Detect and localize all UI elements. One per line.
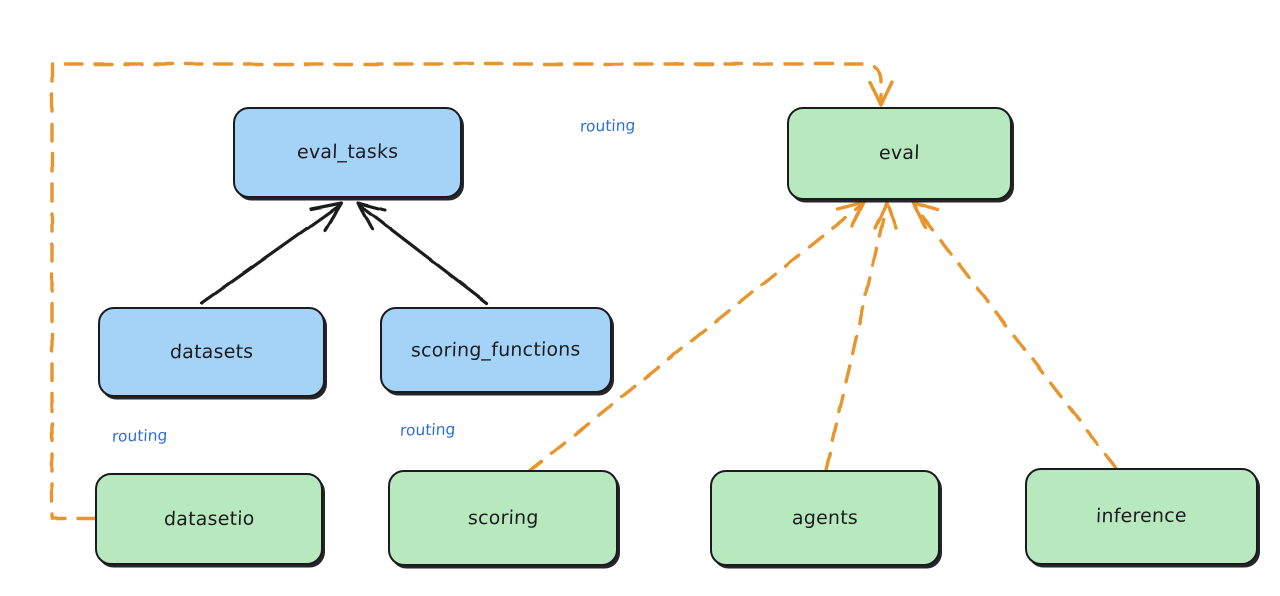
node-label: agents [791,506,859,529]
node-label: datasets [169,340,254,363]
node-label: scoring [467,506,539,529]
node-inference[interactable]: inference [1025,468,1258,565]
edge-label-routing-scoring: routing [399,420,456,440]
edge-label-routing-datasetio: routing [111,426,168,446]
edge-label-routing-eval: routing [579,116,636,136]
node-eval-tasks[interactable]: eval_tasks [233,107,462,198]
node-label: eval_tasks [296,140,399,164]
edge-datasets-to-eval_tasks [200,201,343,305]
node-label: scoring_functions [410,338,582,362]
node-datasets[interactable]: datasets [98,307,325,397]
edge-datasetio-to-eval [50,62,894,520]
edge-inference-to-eval [911,201,1118,470]
node-agents[interactable]: agents [710,470,940,566]
node-scoring-functions[interactable]: scoring_functions [380,307,612,393]
node-label: inference [1095,504,1188,528]
node-label: datasetio [163,507,255,530]
edge-scoring_functions-to-eval_tasks [356,201,489,305]
node-datasetio[interactable]: datasetio [95,473,323,565]
node-label: eval [878,141,921,165]
node-scoring[interactable]: scoring [388,470,618,566]
edge-agents-to-eval [824,201,898,472]
node-eval[interactable]: eval [787,107,1012,200]
